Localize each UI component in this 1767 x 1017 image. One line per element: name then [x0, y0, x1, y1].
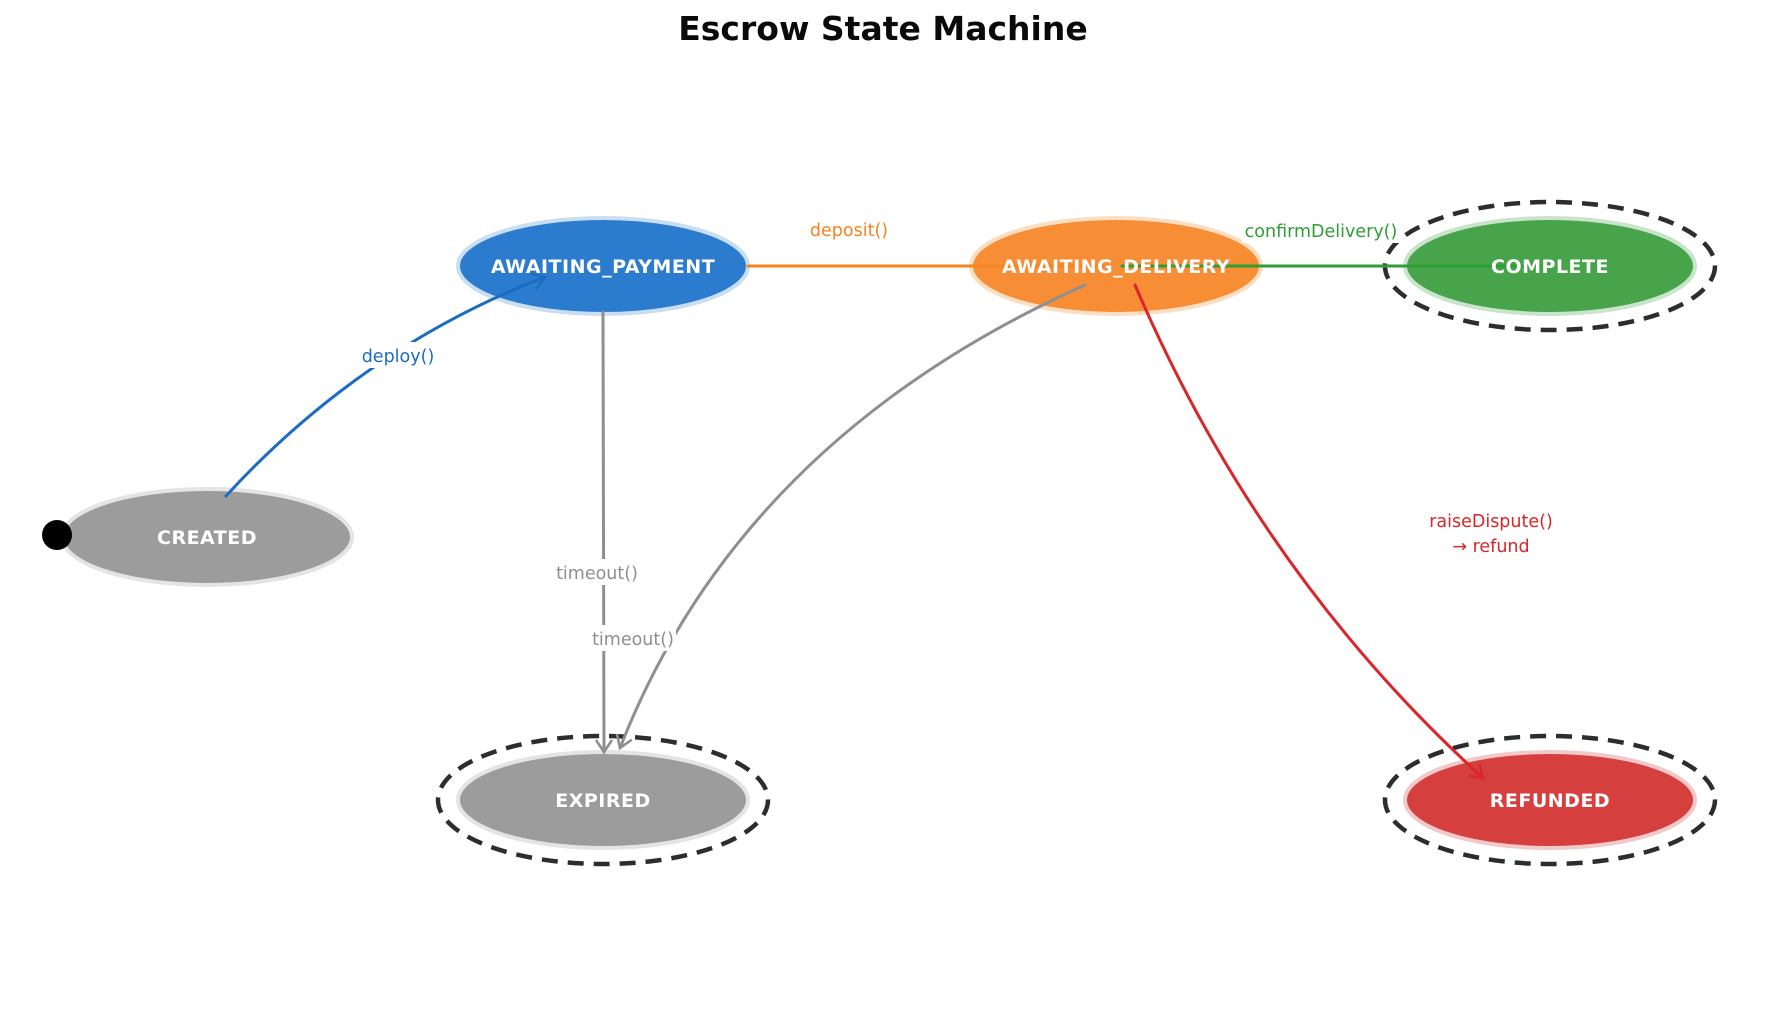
- edge-label-deposit: deposit(): [810, 221, 888, 241]
- edge-label-bbox-timeout-delivery: [590, 625, 676, 651]
- edge-label-raise-dispute-line1: raiseDispute(): [1429, 512, 1553, 532]
- edge-deploy: [224, 272, 548, 498]
- edge-label-raise-dispute-line2: → refund: [1452, 537, 1529, 557]
- state-label-awaiting-payment: AWAITING_PAYMENT: [491, 256, 715, 278]
- edge-label-confirm-delivery: confirmDelivery(): [1245, 222, 1398, 242]
- state-label-awaiting-delivery: AWAITING_DELIVERY: [1002, 256, 1230, 278]
- state-label-expired: EXPIRED: [555, 790, 651, 812]
- edge-label-bbox-timeout-payment: [554, 559, 640, 585]
- edge-timeout-payment: [594, 310, 614, 755]
- state-label-complete: COMPLETE: [1491, 256, 1609, 278]
- diagram-title: Escrow State Machine: [678, 9, 1087, 48]
- edge-raise-dispute: [1133, 283, 1485, 780]
- edge-label-deploy: deploy(): [362, 347, 435, 367]
- edge-label-timeout-delivery: timeout(): [592, 630, 674, 650]
- edge-timeout-delivery: [615, 283, 1087, 751]
- initial-state-dot: [42, 520, 72, 550]
- state-label-refunded: REFUNDED: [1490, 790, 1610, 812]
- edge-label-bbox-confirm-delivery: [1242, 217, 1400, 243]
- state-label-created: CREATED: [157, 527, 257, 549]
- edge-label-bbox-deploy: [356, 342, 440, 368]
- final-state-ring-refunded: [1382, 733, 1718, 867]
- final-state-ring-expired: [435, 733, 771, 867]
- edge-label-timeout-payment: timeout(): [556, 564, 638, 584]
- edge-label-bbox-deposit: [806, 216, 892, 242]
- edge-label-bbox-raise-dispute: [1420, 506, 1562, 560]
